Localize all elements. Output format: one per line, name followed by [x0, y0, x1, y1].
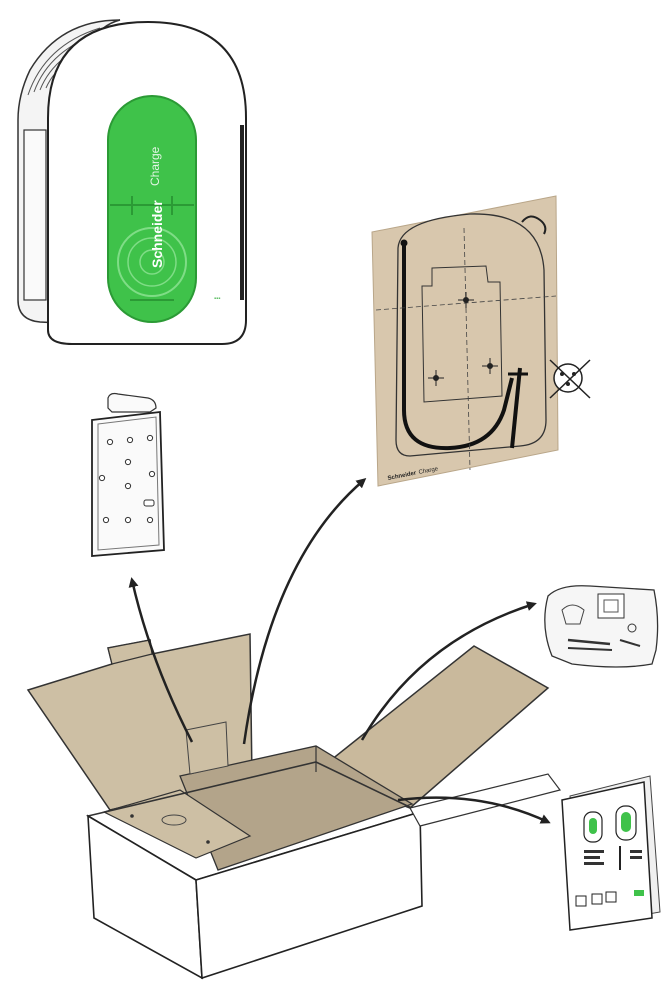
arrow-to-template [244, 480, 364, 744]
svg-text:▪▪▪: ▪▪▪ [214, 296, 220, 302]
drilling-template: Schneider Charge [372, 196, 590, 486]
wall-mounting-bracket [92, 394, 164, 557]
charger-model-label: Charge [148, 146, 162, 186]
shipping-box [28, 634, 560, 978]
ev-charger: Schneider Charge ▪▪▪ [18, 20, 246, 344]
no-socket-symbol [550, 360, 590, 398]
accessory-bag [545, 586, 658, 667]
charger-side-panel [24, 130, 46, 300]
charger-brand-label: Schneider [149, 200, 165, 268]
user-manual [562, 776, 660, 930]
